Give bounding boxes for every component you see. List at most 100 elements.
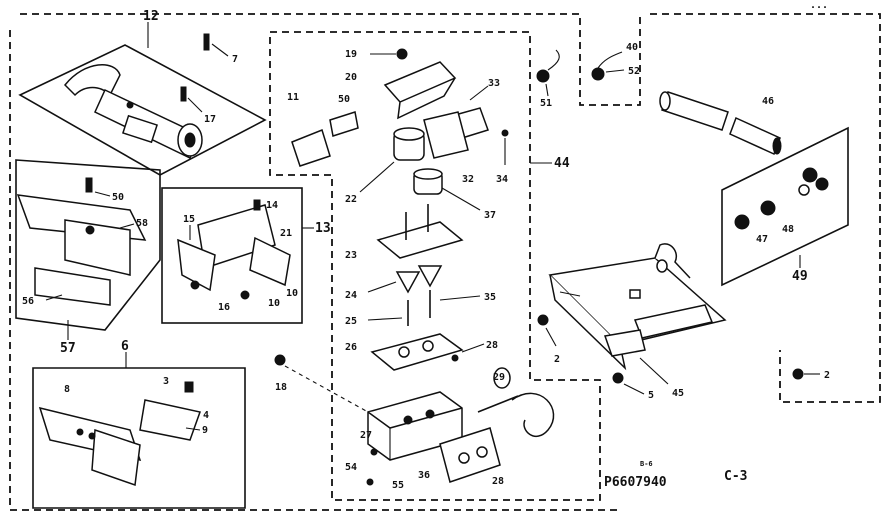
screw-7	[203, 33, 229, 57]
group-57-label: 57	[60, 341, 76, 356]
screw-50a	[85, 177, 111, 197]
label-26: 26	[345, 342, 357, 353]
label-5: 5	[648, 390, 654, 401]
label-7: 7	[232, 54, 238, 65]
label-37: 37	[484, 210, 496, 221]
group-6-frame	[32, 367, 246, 509]
label-2a: 2	[554, 354, 560, 365]
label-45: 45	[672, 388, 684, 399]
leader-56	[45, 294, 63, 301]
label-29: 29	[493, 372, 505, 383]
screw-28a	[451, 354, 459, 362]
label-17: 17	[204, 114, 216, 125]
plate-32	[423, 111, 469, 159]
screw-17	[180, 86, 203, 113]
label-8: 8	[64, 384, 70, 395]
label-40: 40	[626, 42, 638, 53]
label-22: 22	[345, 194, 357, 205]
label-28a: 28	[486, 340, 498, 351]
label-19: 19	[345, 49, 357, 60]
gasket-26	[370, 333, 464, 371]
screw-3	[184, 381, 194, 393]
screw-19	[396, 48, 408, 60]
screw-2b	[792, 368, 804, 380]
label-50a: 50	[112, 192, 124, 203]
group-49-frame	[721, 126, 849, 287]
tube-46	[659, 91, 782, 156]
label-54: 54	[345, 462, 357, 473]
nut-47	[734, 214, 750, 230]
screw-34	[501, 129, 509, 137]
outlet-block-28b	[439, 427, 501, 483]
ferrule-48	[760, 200, 776, 216]
group-6-label: 6	[121, 339, 129, 354]
clip-40	[591, 51, 623, 81]
label-36: 36	[418, 470, 430, 481]
gasket-50b	[329, 111, 359, 137]
burner-body	[16, 194, 147, 306]
label-34: 34	[496, 174, 508, 185]
label-52: 52	[628, 66, 640, 77]
screw-18	[274, 354, 286, 366]
label-24: 24	[345, 290, 357, 301]
thermocouple-bracket	[177, 204, 291, 300]
label-9: 9	[202, 425, 208, 436]
part-number: P6607940	[604, 475, 667, 490]
label-27: 27	[360, 430, 372, 441]
label-15: 15	[183, 214, 195, 225]
fitting-assembly	[798, 167, 829, 196]
valve-body	[367, 391, 463, 461]
corner-text: ...	[810, 0, 828, 11]
switch-11	[291, 129, 331, 167]
screw-14	[253, 199, 261, 211]
label-21: 21	[280, 228, 292, 239]
screw-5	[612, 372, 624, 384]
label-32: 32	[462, 174, 474, 185]
label-14: 14	[266, 200, 278, 211]
label-48: 48	[782, 224, 794, 235]
screw-2a	[537, 314, 549, 326]
label-10b: 10	[268, 298, 280, 309]
label-18: 18	[275, 382, 287, 393]
label-46: 46	[762, 96, 774, 107]
coil-37	[413, 168, 443, 195]
label-25: 25	[345, 316, 357, 327]
diaphragm-24	[395, 265, 443, 294]
label-58: 58	[136, 218, 148, 229]
label-10a: 10	[286, 288, 298, 299]
label-50b: 50	[338, 94, 350, 105]
label-56: 56	[22, 296, 34, 307]
group-13-frame	[161, 187, 303, 324]
mounting-bracket-45	[548, 243, 727, 371]
label-55: 55	[392, 480, 404, 491]
label-4: 4	[203, 410, 209, 421]
label-28b: 28	[492, 476, 504, 487]
pilot-bracket	[38, 399, 201, 487]
label-33: 33	[488, 78, 500, 89]
label-3: 3	[163, 376, 169, 387]
label-47: 47	[756, 234, 768, 245]
group-12-frame	[18, 44, 267, 176]
solenoid-22	[393, 127, 425, 161]
leader-58	[119, 223, 135, 229]
sensor-51	[536, 49, 560, 97]
group-49-label: 49	[792, 269, 808, 284]
pilot-tube	[63, 64, 203, 160]
valve-bracket-20	[383, 61, 457, 120]
label-20: 20	[345, 72, 357, 83]
label-2b: 2	[824, 370, 830, 381]
label-35: 35	[484, 292, 496, 303]
page-code: C-3	[724, 469, 747, 484]
outer-dashed-boundary	[9, 13, 881, 511]
group-44-label: 44	[554, 156, 570, 171]
group-12-label: 12	[143, 9, 159, 24]
inner-dashed-boundary-44	[269, 31, 601, 501]
label-11: 11	[287, 92, 299, 103]
leader-9	[185, 427, 201, 431]
label-23: 23	[345, 250, 357, 261]
group-57-frame	[15, 159, 161, 331]
footer-small-text: B-6	[640, 460, 653, 468]
label-16: 16	[218, 302, 230, 313]
